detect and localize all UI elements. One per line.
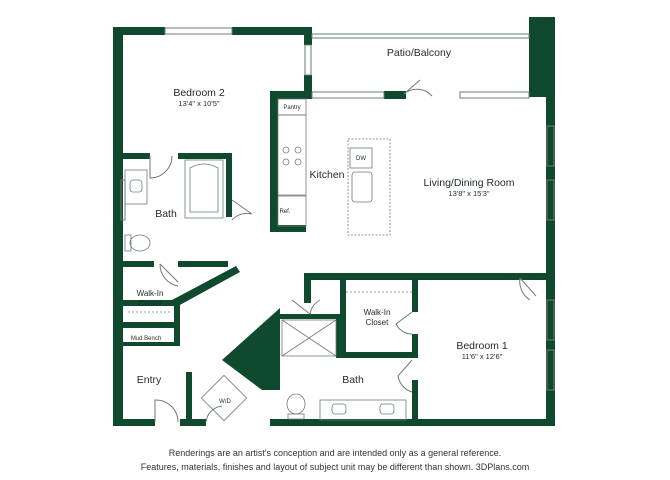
ref-box	[277, 195, 307, 227]
toilet-lower	[286, 393, 306, 415]
label-walkin-left-1: Walk-In	[137, 289, 164, 298]
label-walkin-right-1: Walk-In	[364, 308, 391, 317]
toilet-upper	[129, 234, 151, 252]
disclaimer-line-1: Renderings are an artist's conception an…	[168, 448, 502, 458]
label-bedroom1: Bedroom 1	[456, 340, 508, 352]
kitchen-island	[347, 138, 391, 236]
label-bedroom2: Bedroom 2	[173, 87, 225, 99]
windows	[120, 27, 555, 391]
label-bedroom1-dims: 11'6" x 12'6"	[462, 352, 503, 361]
label-pantry: Pantry	[283, 105, 300, 111]
label-patio: Patio/Balcony	[387, 47, 452, 59]
tub-upper	[184, 159, 224, 219]
label-walkin-right-2: Closet	[366, 318, 389, 327]
label-bedroom2-dims: 13'4" x 10'5"	[178, 99, 219, 108]
label-entry: Entry	[137, 374, 162, 386]
label-living: Living/Dining Room	[423, 177, 514, 189]
label-walkin-left-2: Closet	[139, 299, 162, 308]
vanity-lower	[319, 399, 407, 421]
label-bath-upper: Bath	[155, 208, 177, 220]
label-ref: Ref.	[279, 209, 290, 215]
walls	[113, 17, 555, 426]
shower-lower	[281, 319, 337, 357]
fixtures	[124, 98, 412, 422]
labels: Patio/Balcony Bedroom 2 13'4" x 10'5" Pa…	[131, 47, 515, 405]
washer-dryer	[200, 374, 248, 422]
vanity-upper	[124, 169, 148, 205]
label-wd: W/D	[219, 399, 231, 405]
doors	[149, 79, 537, 423]
label-bath-lower: Bath	[342, 374, 364, 386]
kitchen-counter	[277, 114, 307, 196]
disclaimer-line-2: Features, materials, finishes and layout…	[140, 462, 530, 472]
label-kitchen: Kitchen	[309, 169, 344, 181]
label-living-dims: 13'8" x 15'3"	[448, 189, 489, 198]
label-dw: DW	[356, 156, 366, 162]
label-mud-bench: Mud Bench	[131, 336, 161, 342]
